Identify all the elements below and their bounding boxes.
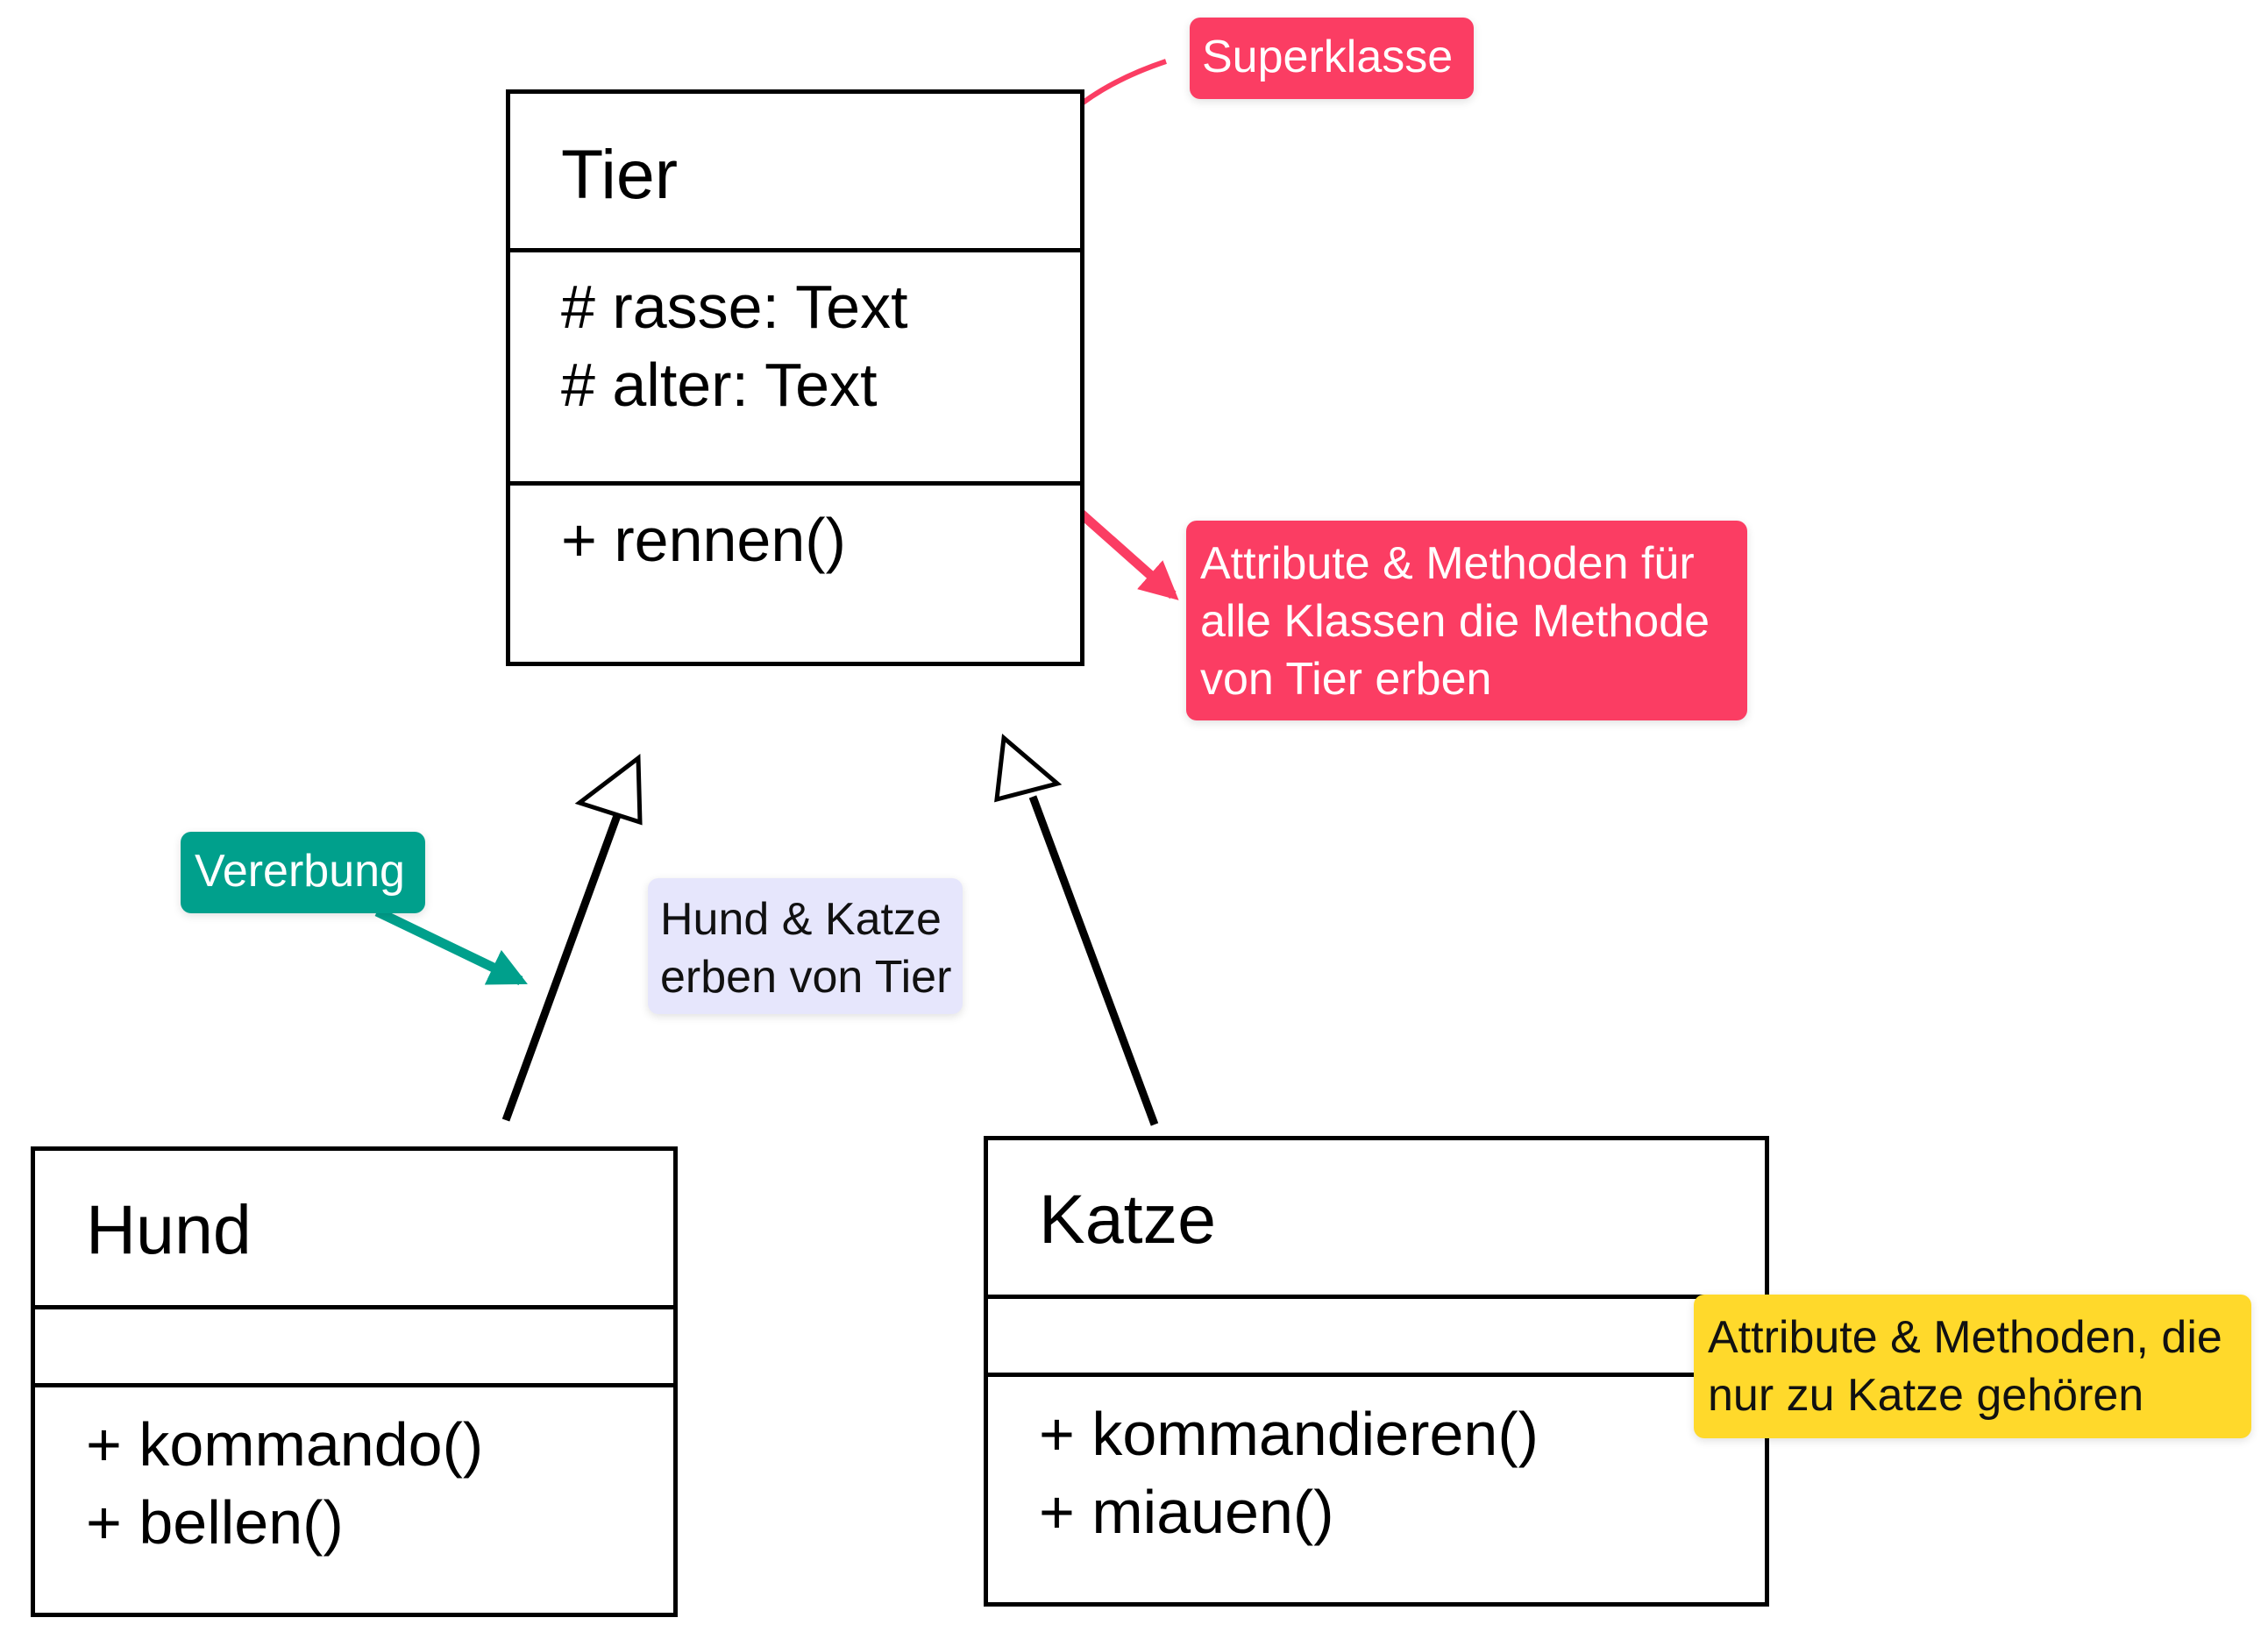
class-divider xyxy=(988,1373,1765,1377)
inheritance-line-hund xyxy=(501,809,623,1122)
class-name-katze: Katze xyxy=(1039,1180,1217,1258)
vererbung-pointer-arrow xyxy=(374,907,528,985)
annotation-superklasse: Superklasse xyxy=(1190,18,1474,99)
annotation-text: Attribute & Methoden für xyxy=(1200,538,1695,589)
attributes-section xyxy=(35,1309,673,1383)
class-divider xyxy=(35,1305,673,1309)
class-box-tier: Tier # rasse: Text # alter: Text + renne… xyxy=(506,89,1084,666)
annotation-text: alle Klassen die Methode xyxy=(1200,596,1710,647)
annotation-text: erben von Tier xyxy=(660,952,952,1003)
annotation-text: nur zu Katze gehören xyxy=(1708,1370,2144,1421)
annotation-hund-katze: Hund & Katze erben von Tier xyxy=(648,878,963,1014)
method-kommandieren: + kommandieren() xyxy=(1039,1400,1539,1468)
class-box-katze: Katze + kommandieren() + miauen() xyxy=(984,1136,1769,1607)
class-name-section: Hund xyxy=(35,1151,673,1305)
method-bellen: + bellen() xyxy=(86,1488,344,1557)
class-divider xyxy=(35,1383,673,1387)
method-miauen: + miauen() xyxy=(1039,1478,1334,1546)
annotation-katze-only: Attribute & Methoden, die nur zu Katze g… xyxy=(1694,1295,2251,1438)
attributes-section xyxy=(988,1299,1765,1373)
class-box-hund: Hund + kommando() + bellen() xyxy=(31,1146,678,1617)
attributes-section: # rasse: Text # alter: Text xyxy=(510,252,1080,485)
annotation-attribute-methoden: Attribute & Methoden für alle Klassen di… xyxy=(1186,521,1747,720)
annotation-text: Superklasse xyxy=(1202,32,1454,82)
inheritance-arrowhead-hund xyxy=(574,754,643,826)
annotation-text: Vererbung xyxy=(195,846,405,897)
method-kommando: + kommando() xyxy=(86,1410,484,1479)
methods-section: + kommando() + bellen() xyxy=(35,1387,673,1613)
class-divider xyxy=(510,481,1080,486)
class-name-section: Tier xyxy=(510,94,1080,248)
class-name-tier: Tier xyxy=(561,135,679,213)
class-divider xyxy=(988,1295,1765,1299)
inheritance-line-katze xyxy=(1028,795,1159,1126)
annotation-vererbung: Vererbung xyxy=(181,832,425,913)
methods-section: + rennen() xyxy=(510,486,1080,662)
inheritance-arrowhead-katze xyxy=(994,734,1063,803)
methods-section: + kommandieren() + miauen() xyxy=(988,1377,1765,1602)
annotation-text: von Tier erben xyxy=(1200,654,1492,705)
method-rennen: + rennen() xyxy=(561,506,846,574)
class-name-hund: Hund xyxy=(86,1190,252,1268)
annotation-text: Hund & Katze xyxy=(660,894,942,945)
annotation-text: Attribute & Methoden, die xyxy=(1708,1312,2222,1363)
attribute-rasse: # rasse: Text xyxy=(561,273,908,341)
attribute-alter: # alter: Text xyxy=(561,351,878,419)
class-divider xyxy=(510,248,1080,252)
class-name-section: Katze xyxy=(988,1140,1765,1295)
